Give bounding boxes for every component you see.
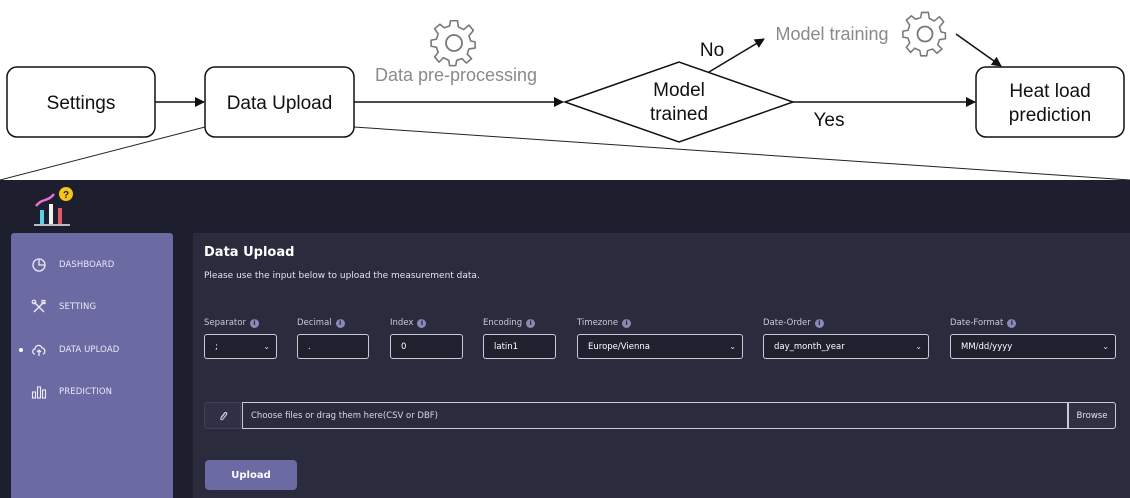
encoding-value: latin1 — [494, 341, 519, 352]
arrow-no — [708, 38, 765, 73]
sidebar-item-dashboard[interactable]: DASHBOARD — [11, 253, 173, 277]
page-subtitle: Please use the input below to upload the… — [204, 271, 480, 281]
decimal-input[interactable]: . — [297, 334, 369, 359]
info-icon[interactable]: i — [814, 318, 824, 328]
app-window: ? DASHBOARD SETTING DATA UPLOAD — [0, 180, 1130, 498]
gear-icon — [430, 19, 476, 67]
sidebar-item-label: DATA UPLOAD — [59, 345, 120, 355]
pie-chart-icon — [32, 258, 46, 272]
info-icon[interactable]: i — [526, 318, 536, 328]
timezone-value: Europe/Vienna — [588, 341, 650, 352]
yes-label: Yes — [814, 110, 845, 131]
model-training-label: Model training — [775, 24, 888, 44]
timezone-select[interactable]: Europe/Vienna ⌄ — [577, 334, 743, 359]
app-logo-icon: ? — [34, 187, 73, 226]
info-icon[interactable]: i — [249, 318, 259, 328]
cloud-upload-icon — [32, 344, 46, 356]
data-upload-node-label: Data Upload — [227, 93, 333, 114]
sidebar-item-data-upload[interactable]: DATA UPLOAD — [11, 338, 173, 362]
heat-load-prediction-node: Heat load prediction — [975, 66, 1125, 138]
settings-node: Settings — [6, 66, 156, 138]
model-trained-decision: Model trained — [562, 61, 796, 143]
decision-label-line2: trained — [650, 104, 708, 125]
decision-label-line1: Model — [653, 80, 705, 101]
upload-button[interactable]: Upload — [205, 460, 297, 490]
chevron-down-icon: ⌄ — [1102, 342, 1109, 351]
browse-button[interactable]: Browse — [1068, 402, 1116, 429]
prediction-label-line2: prediction — [1009, 105, 1091, 126]
paperclip-icon — [204, 402, 241, 429]
date-order-select[interactable]: day_month_year ⌄ — [763, 334, 929, 359]
date-format-value: MM/dd/yyyy — [961, 341, 1013, 352]
sidebar-item-label: PREDICTION — [59, 387, 113, 397]
gear-icon — [902, 11, 947, 57]
zoom-line-left — [0, 126, 206, 180]
index-value: 0 — [401, 341, 407, 352]
file-input[interactable]: Choose files or drag them here(CSV or DB… — [242, 402, 1068, 429]
preprocessing-label: Data pre-processing — [375, 65, 537, 85]
tools-icon — [31, 299, 46, 313]
no-label: No — [700, 40, 724, 61]
separator-select[interactable]: ; ⌄ — [204, 334, 277, 359]
chevron-down-icon: ⌄ — [263, 342, 270, 351]
separator-value: ; — [215, 341, 218, 352]
date-format-select[interactable]: MM/dd/yyyy ⌄ — [950, 334, 1116, 359]
prediction-label-line1: Heat load — [1009, 81, 1090, 102]
page-title: Data Upload — [204, 245, 295, 260]
index-input[interactable]: 0 — [390, 334, 463, 359]
file-input-placeholder: Choose files or drag them here(CSV or DB… — [251, 410, 438, 421]
info-icon[interactable]: i — [417, 318, 427, 328]
decimal-value: . — [308, 341, 311, 352]
sidebar-item-label: DASHBOARD — [59, 260, 115, 270]
bar-chart-icon — [31, 386, 47, 399]
svg-text:?: ? — [63, 190, 69, 201]
sidebar-item-label: SETTING — [59, 302, 97, 312]
flowchart: Settings Data Upload Data pre-processing… — [0, 11, 1130, 180]
main-panel: Data Upload Please use the input below t… — [193, 233, 1130, 498]
info-icon[interactable]: i — [335, 318, 345, 328]
encoding-input[interactable]: latin1 — [483, 334, 556, 359]
file-upload-row: Choose files or drag them here(CSV or DB… — [204, 402, 1116, 429]
sidebar-item-prediction[interactable]: PREDICTION — [11, 380, 173, 404]
info-icon[interactable]: i — [1007, 318, 1017, 328]
sidebar-item-setting[interactable]: SETTING — [11, 295, 173, 319]
settings-node-label: Settings — [47, 93, 116, 114]
chevron-down-icon: ⌄ — [729, 342, 736, 351]
date-order-value: day_month_year — [774, 341, 845, 352]
active-indicator — [19, 348, 23, 352]
chevron-down-icon: ⌄ — [915, 342, 922, 351]
data-upload-node: Data Upload — [204, 66, 355, 138]
zoom-line-right — [353, 126, 1130, 180]
info-icon[interactable]: i — [622, 318, 632, 328]
sidebar: DASHBOARD SETTING DATA UPLOAD P — [11, 233, 173, 498]
arrow-training-prediction — [955, 33, 1002, 67]
